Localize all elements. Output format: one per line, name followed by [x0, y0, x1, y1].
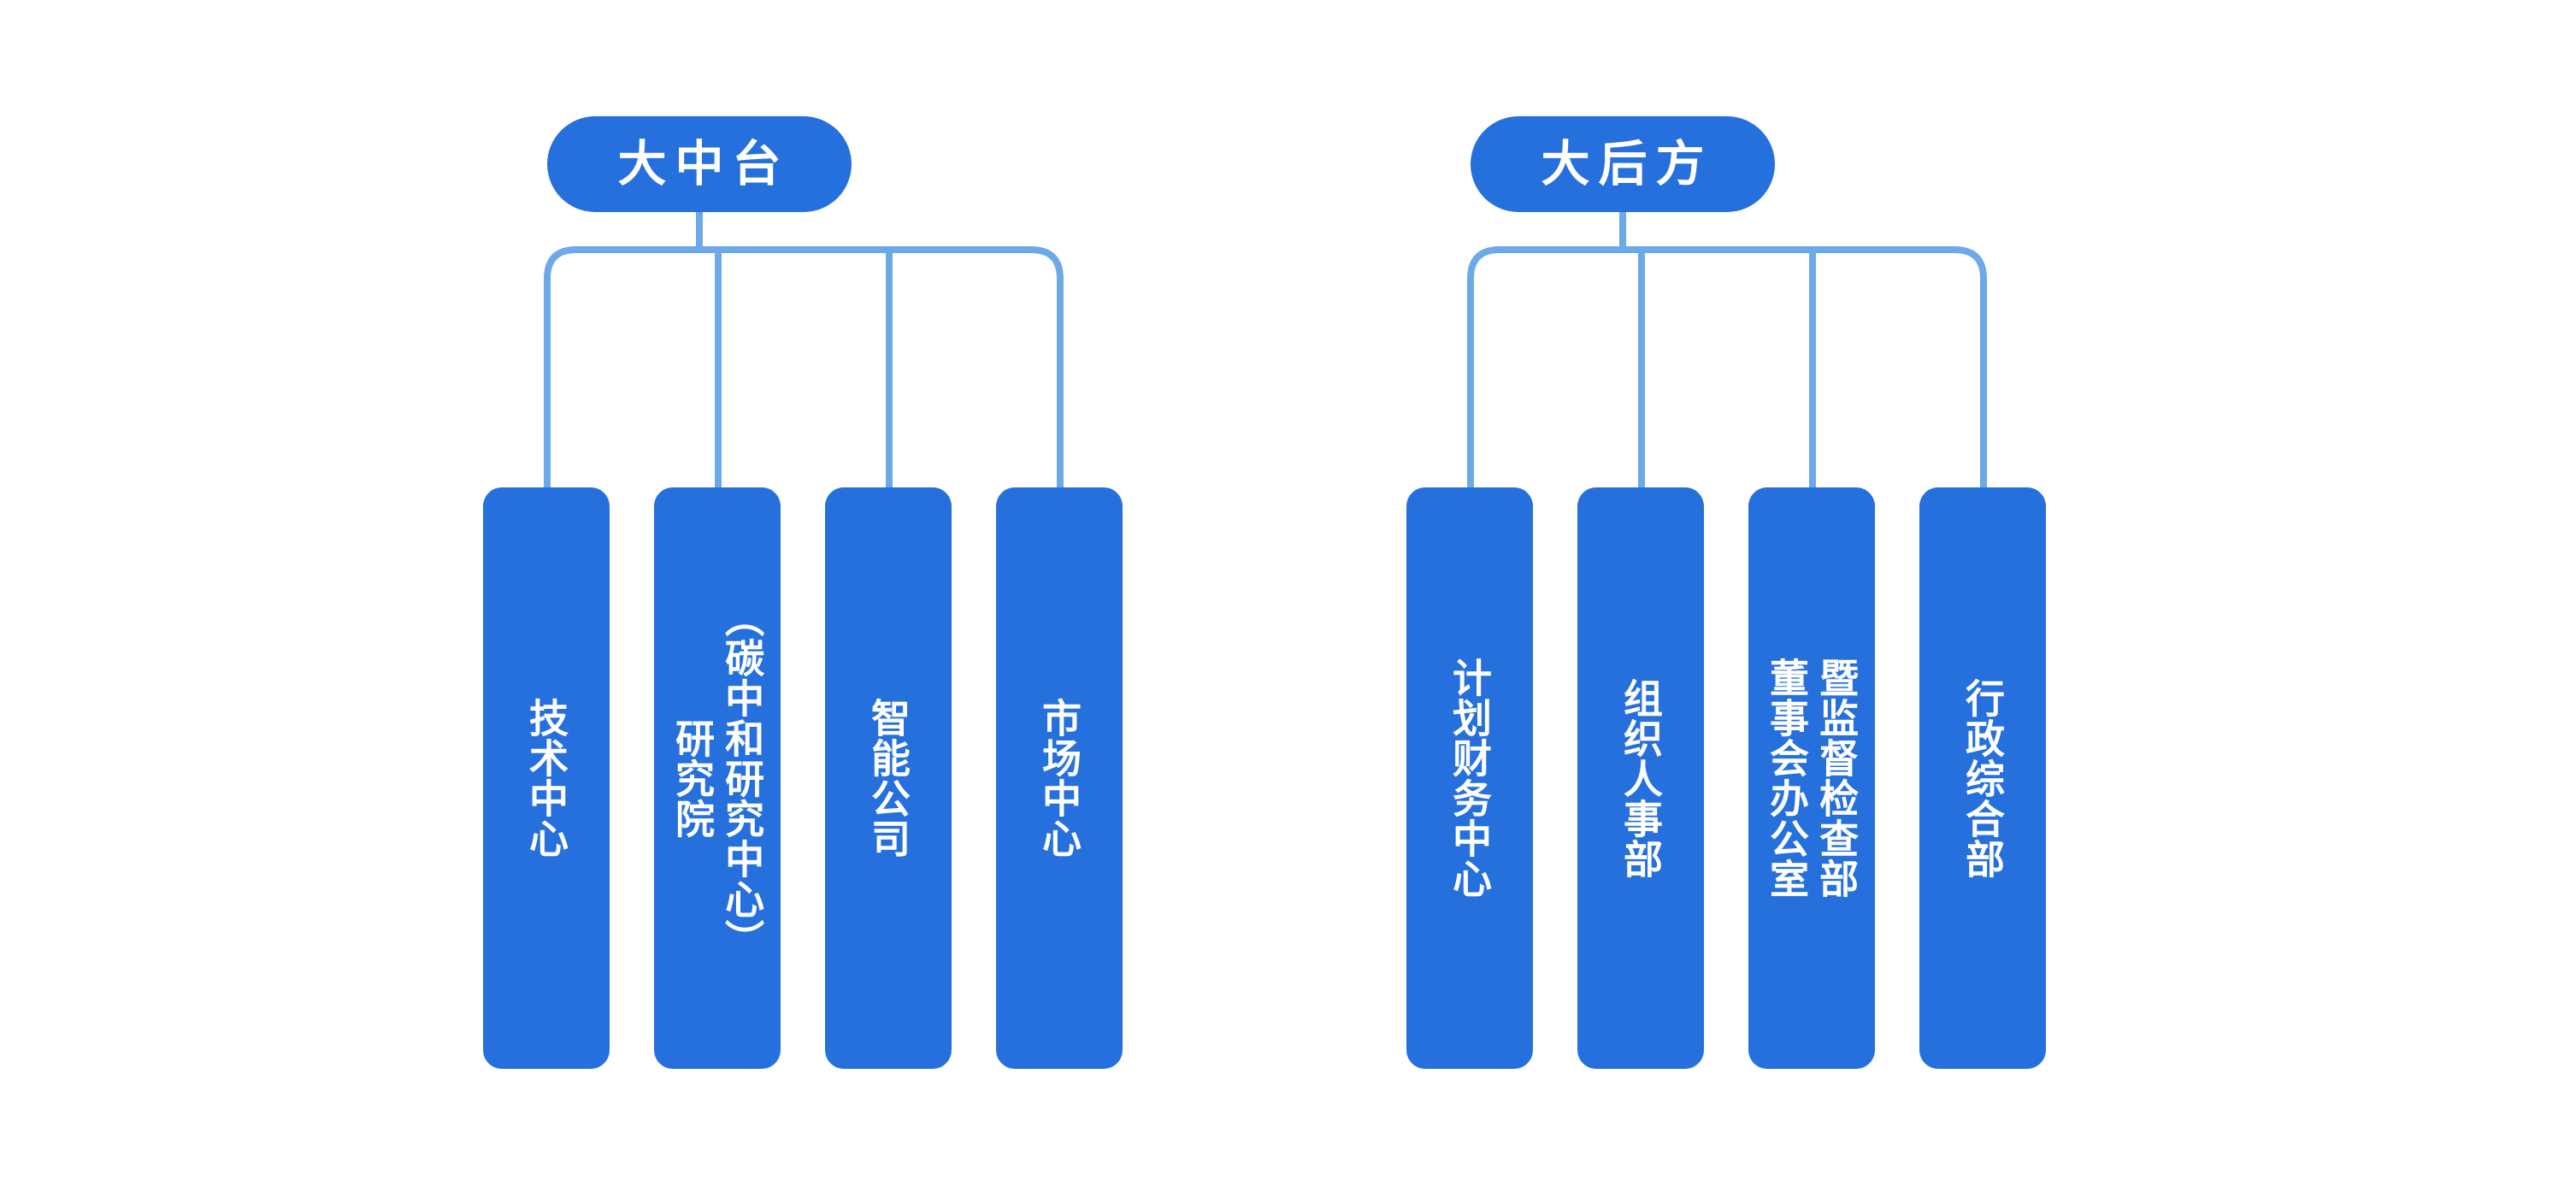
- node-shichang-zhongxin[interactable]: 市场中心: [996, 487, 1123, 1069]
- node-label-primary: 智能公司: [866, 698, 911, 859]
- node-label-secondary: 董事会办公室: [1765, 658, 1809, 899]
- node-label-primary: 计划财务中心: [1447, 658, 1493, 899]
- node-label-primary: 市场中心: [1037, 698, 1082, 859]
- node-yanjiuyuan[interactable]: （碳中和研究中心） 研究院: [654, 487, 781, 1069]
- node-xingzheng-zonghe-bu[interactable]: 行政综合部: [1919, 487, 2046, 1069]
- node-jihua-caiwu-zhongxin[interactable]: 计划财务中心: [1406, 487, 1533, 1069]
- node-zuzhi-renshi-bu[interactable]: 组织人事部: [1577, 487, 1704, 1069]
- connector-hou-fang: [1436, 212, 2103, 494]
- connector-zhong-tai: [513, 212, 1180, 494]
- root-node-label: 大中台: [617, 136, 790, 192]
- node-label-primary: （碳中和研究中心）: [720, 597, 765, 959]
- node-jishu-zhongxin[interactable]: 技术中心: [483, 487, 610, 1069]
- node-label-primary: 技术中心: [524, 698, 569, 859]
- node-label-secondary: 研究院: [670, 717, 715, 839]
- org-group-zhong-tai: 大中台 技术中心 （碳中和研究中心） 研究院 智能公司: [0, 0, 1282, 1186]
- root-node-label: 大后方: [1541, 136, 1713, 192]
- node-label-primary: 暨监督检查部: [1814, 658, 1860, 899]
- node-zhineng-gongsi[interactable]: 智能公司: [825, 487, 952, 1069]
- node-jiandu-jiancha-bu[interactable]: 暨监督检查部 董事会办公室: [1748, 487, 1875, 1069]
- node-label-primary: 组织人事部: [1618, 677, 1664, 879]
- org-group-hou-fang: 大后方 计划财务中心 组织人事部 暨监督检查部 董事会办公室 行政综合部: [1282, 0, 2576, 1186]
- root-node-hou-fang[interactable]: 大后方: [1471, 116, 1775, 212]
- root-node-zhong-tai[interactable]: 大中台: [547, 116, 852, 212]
- node-label-primary: 行政综合部: [1960, 677, 2006, 879]
